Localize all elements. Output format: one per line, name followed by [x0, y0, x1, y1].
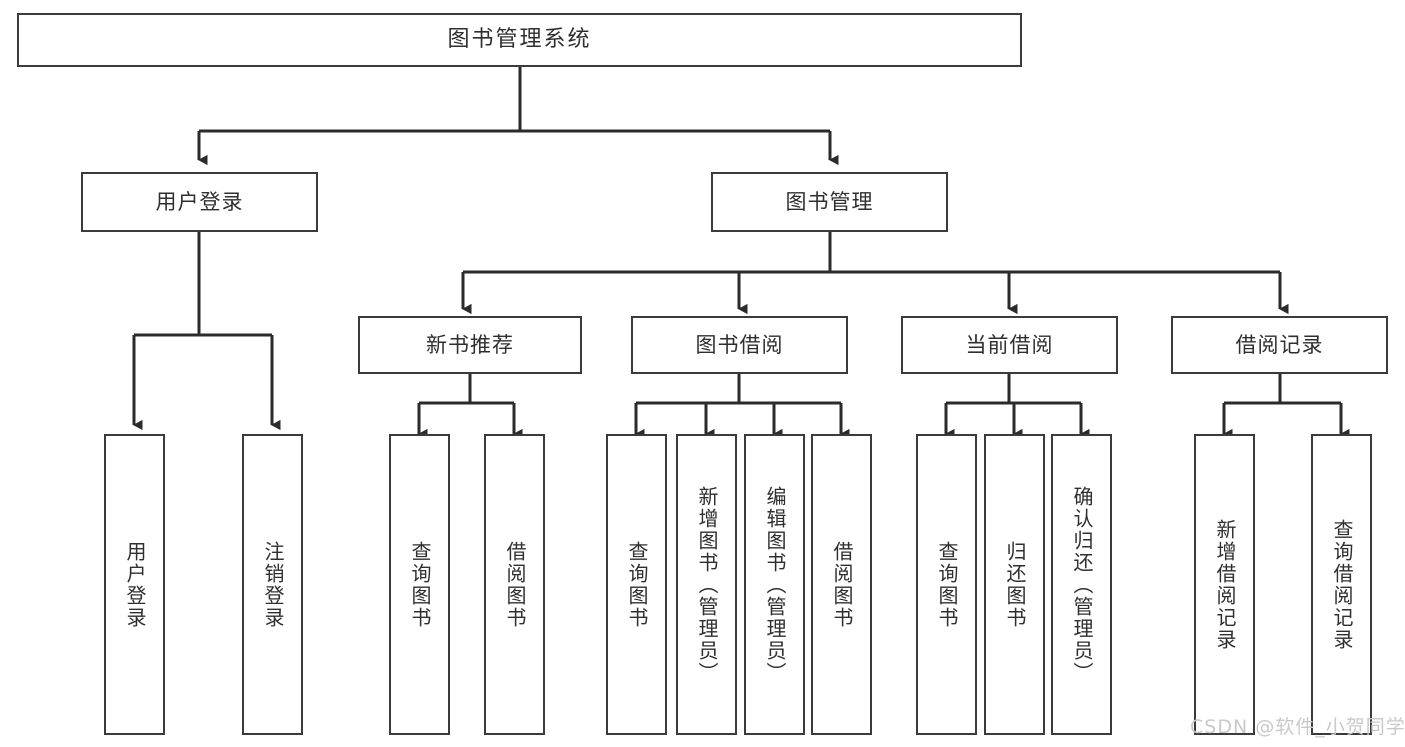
node-book-borrow[interactable]: 图书借阅: [631, 316, 848, 374]
node-label: 查询图书: [935, 540, 959, 629]
leaf-current-borrow-confirm[interactable]: 确认归还（管理员）: [1051, 434, 1112, 735]
node-borrow-record[interactable]: 借阅记录: [1171, 316, 1388, 374]
leaf-current-borrow-query[interactable]: 查询图书: [916, 434, 977, 735]
node-label: 查询图书: [408, 540, 432, 629]
leaf-current-borrow-return[interactable]: 归还图书: [984, 434, 1045, 735]
node-label: 当前借阅: [965, 332, 1054, 357]
node-user-login[interactable]: 用户登录: [81, 172, 318, 232]
node-book-management[interactable]: 图书管理: [711, 172, 948, 232]
node-root-system[interactable]: 图书管理系统: [17, 13, 1022, 67]
watermark-text: CSDN @软件_小贺同学: [1190, 716, 1405, 738]
node-label: 用户登录: [123, 540, 147, 629]
node-current-borrow[interactable]: 当前借阅: [901, 316, 1118, 374]
leaf-user-login-signout[interactable]: 注销登录: [242, 434, 303, 735]
node-label: 确认归还（管理员）: [1070, 485, 1094, 684]
leaf-book-borrow-query[interactable]: 查询图书: [606, 434, 667, 735]
leaf-book-borrow-lend[interactable]: 借阅图书: [811, 434, 872, 735]
node-label: 查询图书: [625, 540, 649, 629]
node-label: 编辑图书（管理员）: [763, 485, 787, 684]
node-label: 注销登录: [261, 540, 285, 629]
leaf-new-book-query[interactable]: 查询图书: [389, 434, 450, 735]
node-label: 新增借阅记录: [1213, 518, 1237, 651]
node-label: 图书借阅: [695, 332, 784, 357]
node-new-book-recommend[interactable]: 新书推荐: [358, 316, 582, 374]
node-label: 图书管理系统: [447, 27, 592, 53]
node-label: 新增图书（管理员）: [695, 485, 719, 684]
node-label: 图书管理: [785, 189, 874, 214]
node-label: 用户登录: [155, 189, 244, 214]
node-label: 借阅记录: [1235, 332, 1324, 357]
node-label: 查询借阅记录: [1330, 518, 1354, 651]
node-label: 借阅图书: [503, 540, 527, 629]
node-label: 归还图书: [1003, 540, 1027, 629]
leaf-book-borrow-edit[interactable]: 编辑图书（管理员）: [744, 434, 805, 735]
leaf-book-borrow-add[interactable]: 新增图书（管理员）: [676, 434, 737, 735]
node-label: 新书推荐: [426, 332, 514, 357]
leaf-borrow-record-query[interactable]: 查询借阅记录: [1311, 434, 1372, 735]
leaf-borrow-record-add[interactable]: 新增借阅记录: [1194, 434, 1255, 735]
leaf-new-book-borrow[interactable]: 借阅图书: [484, 434, 545, 735]
node-label: 借阅图书: [830, 540, 854, 629]
leaf-user-login-signin[interactable]: 用户登录: [104, 434, 165, 735]
